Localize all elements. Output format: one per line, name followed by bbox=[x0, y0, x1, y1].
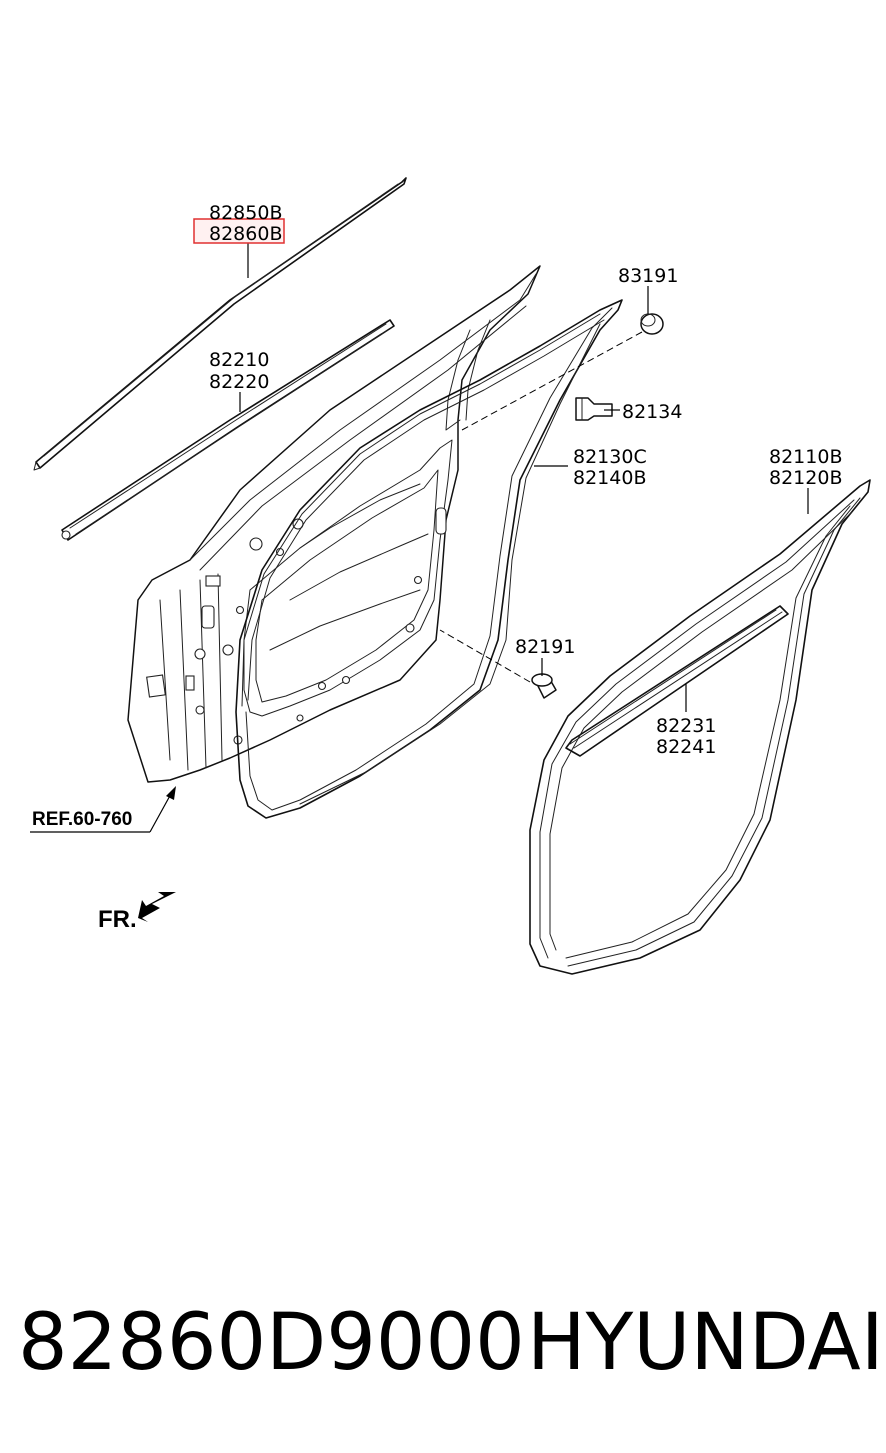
dash-plug-bottom bbox=[439, 629, 531, 683]
window-moulding-strip[interactable] bbox=[33, 177, 407, 471]
label-82140b[interactable]: 82140B bbox=[573, 467, 646, 489]
body-seal[interactable] bbox=[529, 479, 871, 975]
label-82210[interactable]: 82210 bbox=[209, 349, 269, 371]
reference-callout bbox=[30, 786, 176, 833]
label-82220[interactable]: 82220 bbox=[209, 371, 269, 393]
label-82191[interactable]: 82191 bbox=[515, 636, 575, 658]
footer-part-number: 82860D9000 bbox=[18, 1298, 525, 1388]
belt-weatherstrip[interactable] bbox=[61, 319, 395, 541]
label-82120b[interactable]: 82120B bbox=[769, 467, 842, 489]
footer-brand: HYUNDAI bbox=[527, 1298, 884, 1388]
label-82850b[interactable]: 82850B bbox=[209, 202, 282, 224]
plug-bottom[interactable] bbox=[531, 673, 557, 699]
label-82134[interactable]: 82134 bbox=[622, 401, 682, 423]
label-82241[interactable]: 82241 bbox=[656, 736, 716, 758]
label-82860b[interactable]: 82860B bbox=[209, 223, 282, 245]
inner-belt-strip[interactable] bbox=[565, 605, 789, 757]
front-label: FR. bbox=[98, 906, 137, 933]
label-82130c[interactable]: 82130C bbox=[573, 446, 647, 468]
label-82231[interactable]: 82231 bbox=[656, 715, 716, 737]
dash-plug-top bbox=[461, 331, 643, 431]
door-seal[interactable] bbox=[235, 299, 623, 819]
label-83191[interactable]: 83191 bbox=[618, 265, 678, 287]
plug-top[interactable] bbox=[640, 313, 664, 335]
label-82110b[interactable]: 82110B bbox=[769, 446, 842, 468]
highlight-box bbox=[193, 218, 285, 244]
bracket[interactable] bbox=[575, 397, 613, 421]
front-arrow-icon bbox=[138, 892, 176, 922]
door-panel[interactable] bbox=[127, 265, 541, 783]
reference-label[interactable]: REF.60-760 bbox=[32, 809, 132, 830]
